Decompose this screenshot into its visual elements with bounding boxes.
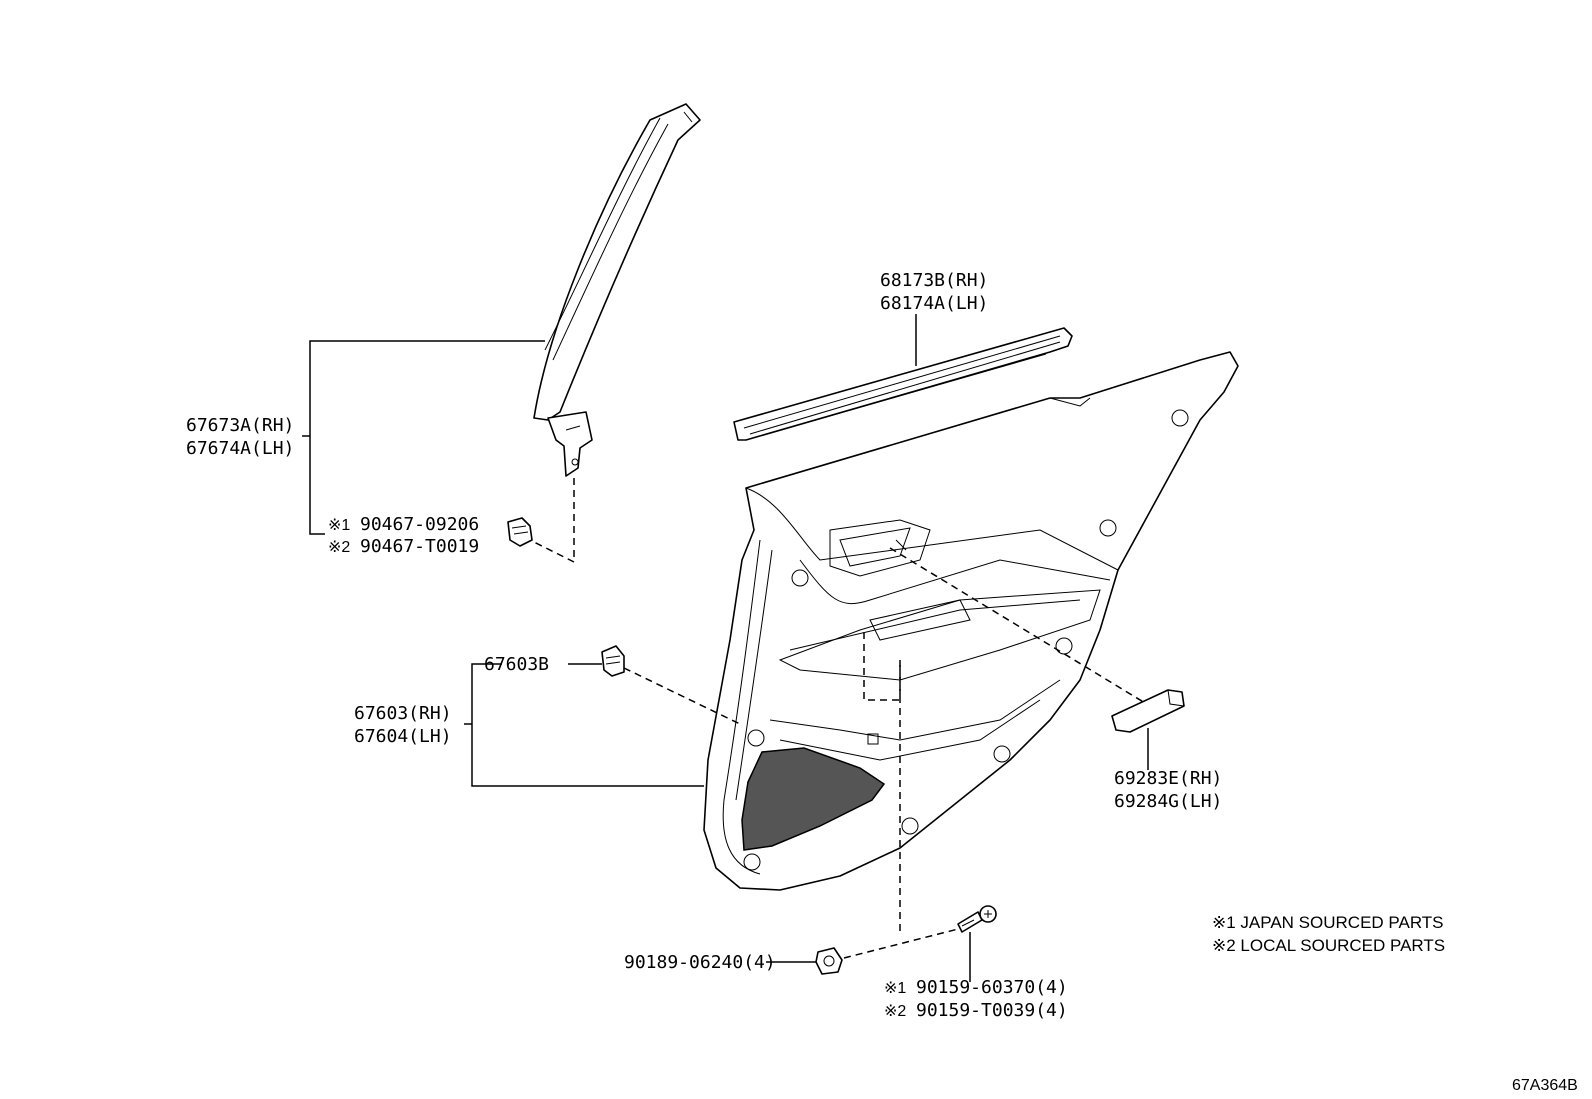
marker-1-clip: ※1 — [328, 517, 350, 534]
label-67604: 67604(LH) — [354, 726, 452, 747]
clip-67603b-icon — [601, 645, 625, 677]
marker-2-screw: ※2 — [884, 1003, 906, 1020]
label-69284g: 69284G(LH) — [1114, 791, 1222, 812]
label-67674a: 67674A(LH) — [186, 438, 294, 459]
label-68174a: 68174A(LH) — [880, 293, 988, 314]
marker-2-clip: ※2 — [328, 539, 350, 556]
label-67673a: 67673A(RH) — [186, 415, 294, 436]
label-90159-60370: 90159-60370(4) — [916, 977, 1068, 998]
trim-board-bracket — [464, 663, 704, 787]
label-67603: 67603(RH) — [354, 703, 452, 724]
nut-90189-icon — [815, 947, 843, 975]
label-67603b: 67603B — [484, 654, 549, 675]
clip-67603b-dashline — [623, 667, 741, 725]
diagram-code: 67A364B — [1512, 1077, 1578, 1094]
label-90467-09206: 90467-09206 — [360, 514, 479, 535]
screw-dashline-diag — [843, 925, 971, 959]
door-frame-garnish — [533, 103, 701, 477]
inner-dashline-handle — [889, 547, 1151, 707]
marker-1-screw: ※1 — [884, 980, 906, 997]
legend-japan: ※1 JAPAN SOURCED PARTS — [1212, 913, 1444, 932]
label-90159-t0039: 90159-T0039(4) — [916, 1000, 1068, 1021]
label-69283e: 69283E(RH) — [1114, 768, 1222, 789]
garnish-clip-dashline — [529, 478, 575, 564]
handle-cover-icon — [1111, 689, 1185, 733]
inner-dashline-box — [863, 632, 901, 701]
label-68173b: 68173B(RH) — [880, 270, 988, 291]
label-90189: 90189-06240(4) — [624, 952, 776, 973]
garnish-clip-icon — [507, 517, 533, 547]
speaker-grille — [741, 747, 886, 851]
legend-local: ※2 LOCAL SOURCED PARTS — [1212, 936, 1445, 955]
door-trim-board — [703, 351, 1239, 891]
label-90467-t0019: 90467-T0019 — [360, 536, 479, 557]
belt-moulding — [733, 327, 1073, 441]
screw-90159-icon — [957, 905, 997, 933]
garnish-bracket — [302, 340, 545, 535]
